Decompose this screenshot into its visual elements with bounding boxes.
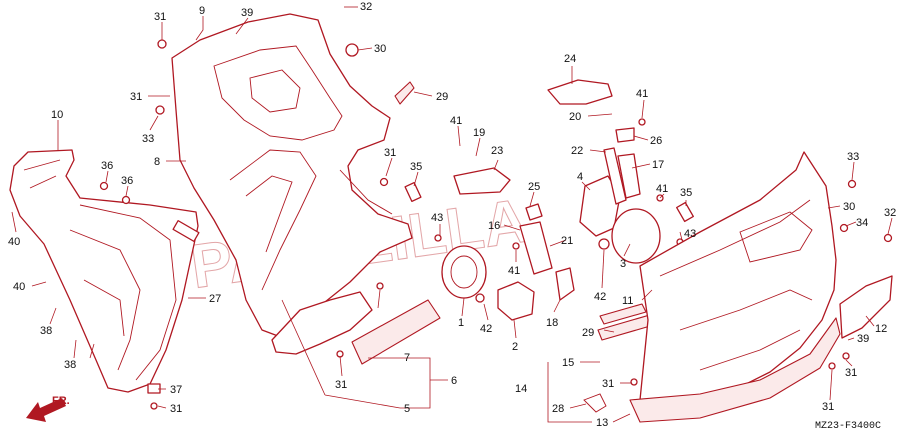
callout-37: 37 (170, 384, 182, 396)
callout-30: 30 (374, 43, 386, 55)
callout-12: 12 (875, 323, 887, 335)
callout-35: 35 (410, 161, 422, 173)
callout-41: 41 (508, 265, 520, 277)
callout-4: 4 (577, 171, 583, 183)
callout-32: 32 (360, 1, 372, 13)
callout-42: 42 (594, 291, 606, 303)
callout-31: 31 (845, 367, 857, 379)
callout-29: 29 (436, 91, 448, 103)
callout-30: 30 (843, 201, 855, 213)
callout-14: 14 (515, 383, 527, 395)
callout-31: 31 (170, 403, 182, 415)
callout-31: 31 (335, 379, 347, 391)
callout-31: 31 (130, 91, 142, 103)
callout-43: 43 (431, 212, 443, 224)
callout-43: 43 (684, 228, 696, 240)
callout-6: 6 (451, 375, 457, 387)
callout-27: 27 (209, 293, 221, 305)
callout-36: 36 (101, 160, 113, 172)
callout-36: 36 (121, 175, 133, 187)
callout-labels: 31 9 39 32 30 29 31 33 8 10 36 36 40 40 … (8, 1, 896, 429)
callout-22: 22 (571, 145, 583, 157)
callout-9: 9 (199, 5, 205, 17)
callout-19: 19 (473, 127, 485, 139)
callout-41: 41 (656, 183, 668, 195)
callout-3: 3 (620, 258, 626, 270)
right-side-cowl-part (629, 151, 893, 423)
callout-16: 16 (488, 220, 500, 232)
callout-17: 17 (652, 159, 664, 171)
callout-15: 15 (562, 357, 574, 369)
callout-41: 41 (450, 115, 462, 127)
callout-41: 41 (636, 88, 648, 100)
callout-23: 23 (491, 145, 503, 157)
lower-panel-part (271, 291, 441, 365)
callout-39: 39 (241, 7, 253, 19)
callout-7: 7 (404, 352, 410, 364)
callout-40: 40 (8, 236, 20, 248)
callout-31: 31 (384, 147, 396, 159)
callout-33: 33 (142, 133, 154, 145)
callout-1: 1 (458, 317, 464, 329)
leader-lines (11, 6, 893, 423)
callout-28: 28 (552, 403, 564, 415)
callout-21: 21 (561, 235, 573, 247)
upper-cowl-part (171, 13, 413, 337)
callout-25: 25 (528, 181, 540, 193)
callout-8: 8 (154, 156, 160, 168)
callout-38: 38 (40, 325, 52, 337)
left-side-cowl-part (9, 149, 199, 393)
callout-20: 20 (569, 111, 581, 123)
front-direction-arrow: FR. (26, 395, 70, 422)
callout-24: 24 (564, 53, 576, 65)
callout-35: 35 (680, 187, 692, 199)
callout-32: 32 (884, 207, 896, 219)
center-small-parts (99, 39, 893, 413)
callout-38: 38 (64, 359, 76, 371)
callout-34: 34 (856, 217, 868, 229)
direction-label: FR. (52, 395, 70, 407)
callout-42: 42 (480, 323, 492, 335)
diagram-code: MZ23-F3400C (815, 421, 881, 432)
callout-5: 5 (404, 403, 410, 415)
callout-29: 29 (582, 327, 594, 339)
callout-31: 31 (154, 11, 166, 23)
callout-2: 2 (512, 341, 518, 353)
callout-13: 13 (596, 417, 608, 429)
callout-31: 31 (822, 401, 834, 413)
callout-26: 26 (650, 135, 662, 147)
callout-18: 18 (546, 317, 558, 329)
callout-39: 39 (857, 333, 869, 345)
callout-40: 40 (13, 281, 25, 293)
callout-11: 11 (622, 295, 633, 307)
callout-33: 33 (847, 151, 859, 163)
callout-10: 10 (51, 109, 63, 121)
callout-31: 31 (602, 378, 614, 390)
